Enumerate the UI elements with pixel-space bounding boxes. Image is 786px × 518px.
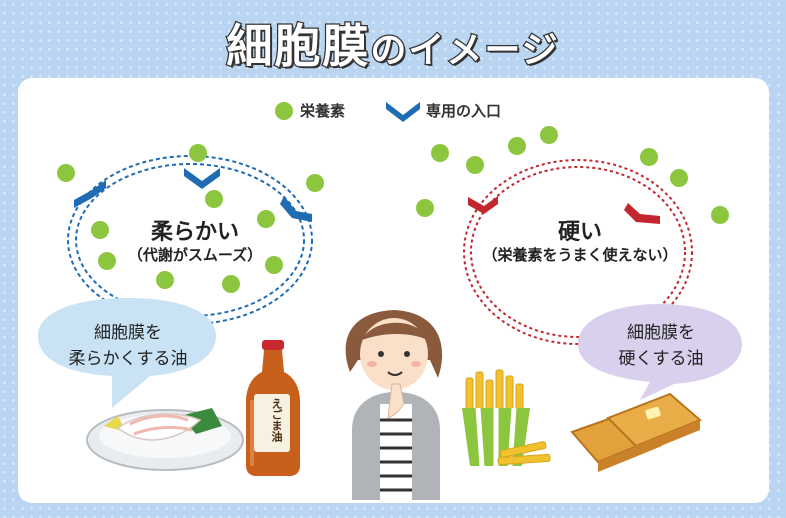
soft-entrance-icon-right [280,196,312,222]
soft-entrance-icon-left [74,180,106,208]
hard-sublabel: （栄養素をうまく使えない） [482,246,678,264]
hard-oil-bubble-line1: 細胞膜を [627,323,695,343]
hard-entrance-icon-right [624,203,660,224]
sashimi-plate-image [86,408,244,471]
legend-nutrient-label: 栄養素 [300,102,346,120]
perilla-oil-bottle-image [246,340,300,476]
bottle-label-text: えごま油 [270,398,283,442]
soft-entrance-icon-top [184,168,220,189]
legend-nutrient-icon [275,102,293,120]
person-illustration [345,310,443,500]
hard-oil-bubble [578,304,742,400]
hard-entrance-icon-left [468,196,498,214]
soft-sublabel: （代謝がスムーズ） [127,246,263,264]
hard-label: 硬い [557,220,602,245]
nutrient-dots [57,126,729,293]
title-main: 細胞膜 [225,18,371,75]
soft-oil-bubble-text: 細胞膜を 柔らかくする油 [48,320,208,372]
hard-oil-bubble-line2: 硬くする油 [618,349,704,369]
soft-oil-bubble [38,298,216,408]
soft-oil-bubble-line1: 細胞膜を [94,323,162,343]
legend-entrance-label: 専用の入口 [426,102,502,120]
soft-label: 柔らかい [150,220,239,245]
hard-membrane-inner [470,166,686,338]
legend-entrance-icon [386,102,420,122]
toast-image [570,392,702,472]
title-suffix: のイメージ [369,29,560,73]
page-title: 細胞膜のイメージ [0,10,786,76]
french-fries-image [462,369,551,467]
soft-oil-bubble-line2: 柔らかくする油 [68,349,188,369]
hard-oil-bubble-text: 細胞膜を 硬くする油 [586,320,736,372]
